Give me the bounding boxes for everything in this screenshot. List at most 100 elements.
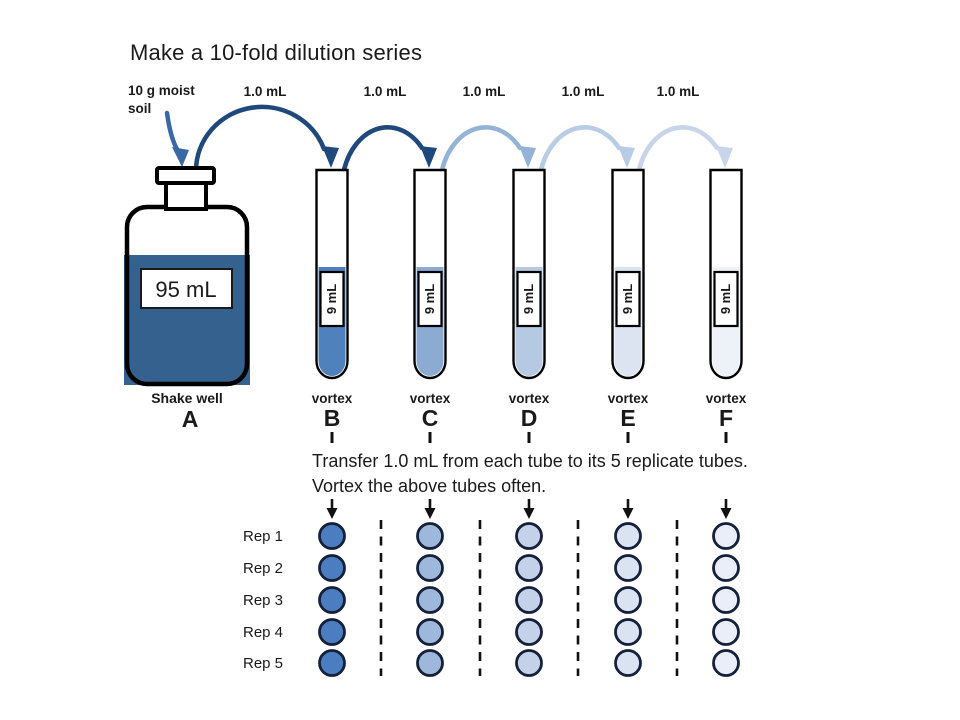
- tube-instruction: vortex: [410, 391, 451, 406]
- bottle-volume-label: 95 mL: [155, 277, 216, 302]
- replicate-circle: [416, 522, 444, 550]
- transfer-note-line2: Vortex the above tubes often.: [312, 476, 546, 496]
- replicate-circle: [318, 522, 346, 550]
- column-tick: [527, 432, 531, 443]
- rep-row-label: Rep 3: [243, 592, 283, 609]
- bottle-cap: [155, 166, 216, 185]
- down-arrows: [326, 499, 732, 519]
- replicate-circle: [318, 554, 346, 582]
- transfer-arcs: [193, 104, 733, 173]
- replicate-circle: [318, 586, 346, 614]
- rep-row-label: Rep 1: [243, 528, 283, 545]
- arc-b-to-c: [341, 125, 425, 173]
- replicate-circle: [318, 649, 346, 677]
- replicate-circle: [712, 649, 740, 677]
- bottle-a: 95 mL Shake well A: [124, 166, 250, 432]
- tube-instruction: vortex: [312, 391, 353, 406]
- down-arrow-icon: [523, 499, 535, 519]
- page-title: Make a 10-fold dilution series: [130, 40, 422, 65]
- tube-instruction: vortex: [509, 391, 550, 406]
- soil-arrowhead-icon: [172, 147, 189, 167]
- transfer-note-line1: Transfer 1.0 mL from each tube to its 5 …: [312, 451, 748, 471]
- tube-volume-label-box: [319, 270, 345, 328]
- test-tube-f: 9 mL vortex F: [706, 168, 747, 443]
- down-arrow-icon: [720, 499, 732, 519]
- tube-letter: C: [422, 405, 439, 431]
- rep-row-label: Rep 4: [243, 624, 283, 641]
- column-tick: [330, 432, 334, 443]
- test-tube-b: 9 mL vortex B: [312, 168, 353, 443]
- tube-outline: [315, 168, 349, 380]
- replicate-circle: [712, 522, 740, 550]
- column-tick: [626, 432, 630, 443]
- replicate-circle: [416, 554, 444, 582]
- bottle-neck: [164, 180, 208, 211]
- bottle-volume-label-box: [140, 268, 233, 309]
- tube-volume-label-box: [516, 270, 542, 328]
- soil-label-line1: 10 g moist: [128, 83, 195, 98]
- tube-volume-label-box: [417, 270, 443, 328]
- down-arrow-icon: [424, 499, 436, 519]
- tube-volume-label: 9 mL: [324, 284, 339, 314]
- soil-label-line2: soil: [128, 101, 151, 116]
- arc-label-3: 1.0 mL: [463, 84, 506, 99]
- replicate-circle: [416, 649, 444, 677]
- arc-d-to-e-head-icon: [618, 146, 635, 168]
- arc-e-to-f-head-icon: [716, 146, 733, 168]
- tube-volume-label: 9 mL: [521, 284, 536, 314]
- arc-label-2: 1.0 mL: [364, 84, 407, 99]
- arc-label-4: 1.0 mL: [562, 84, 605, 99]
- tube-outline: [512, 168, 546, 380]
- replicate-circle: [416, 586, 444, 614]
- tube-volume-label: 9 mL: [422, 284, 437, 314]
- rep-row-label: Rep 2: [243, 560, 283, 577]
- tube-letter: D: [521, 405, 538, 431]
- arc-label-5: 1.0 mL: [657, 84, 700, 99]
- replicate-circle-grid: [318, 522, 740, 677]
- replicate-circle: [614, 649, 642, 677]
- tube-volume-label: 9 mL: [718, 284, 733, 314]
- arc-a-to-b-head-icon: [322, 146, 339, 168]
- test-tube-d: 9 mL vortex D: [509, 168, 550, 443]
- replicate-circle: [614, 586, 642, 614]
- bottle-letter: A: [182, 406, 199, 432]
- arc-b-to-c-head-icon: [420, 146, 437, 168]
- tube-volume-label: 9 mL: [620, 284, 635, 314]
- tube-letter: B: [324, 405, 341, 431]
- replicate-circle: [614, 522, 642, 550]
- arc-c-to-d-head-icon: [519, 146, 536, 168]
- replicate-circle: [515, 618, 543, 646]
- tube-letter: E: [620, 405, 635, 431]
- tube-instruction: vortex: [608, 391, 649, 406]
- replicate-circle: [712, 618, 740, 646]
- arc-d-to-e: [538, 125, 622, 173]
- replicate-circle: [614, 554, 642, 582]
- replicate-circle: [515, 554, 543, 582]
- tube-outline: [413, 168, 447, 380]
- arc-label-1: 1.0 mL: [244, 84, 287, 99]
- replicate-circle: [515, 522, 543, 550]
- bottle-instruction: Shake well: [151, 390, 223, 406]
- column-tick: [428, 432, 432, 443]
- down-arrow-icon: [326, 499, 338, 519]
- test-tube-c: 9 mL vortex C: [410, 168, 451, 443]
- tube-letter: F: [719, 405, 733, 431]
- tube-outline: [611, 168, 645, 380]
- column-tick: [724, 432, 728, 443]
- replicate-circle: [712, 554, 740, 582]
- replicate-circle: [515, 586, 543, 614]
- arc-a-to-b: [193, 104, 327, 173]
- arc-e-to-f: [636, 125, 720, 173]
- replicate-circle: [712, 586, 740, 614]
- test-tube-e: 9 mL vortex E: [608, 168, 649, 443]
- tube-volume-label-box: [615, 270, 641, 328]
- tube-instruction: vortex: [706, 391, 747, 406]
- arc-c-to-d: [439, 125, 523, 173]
- tube-outline: [709, 168, 743, 380]
- replicate-circle: [416, 618, 444, 646]
- replicate-circle: [614, 618, 642, 646]
- down-arrow-icon: [622, 499, 634, 519]
- rep-row-label: Rep 5: [243, 655, 283, 672]
